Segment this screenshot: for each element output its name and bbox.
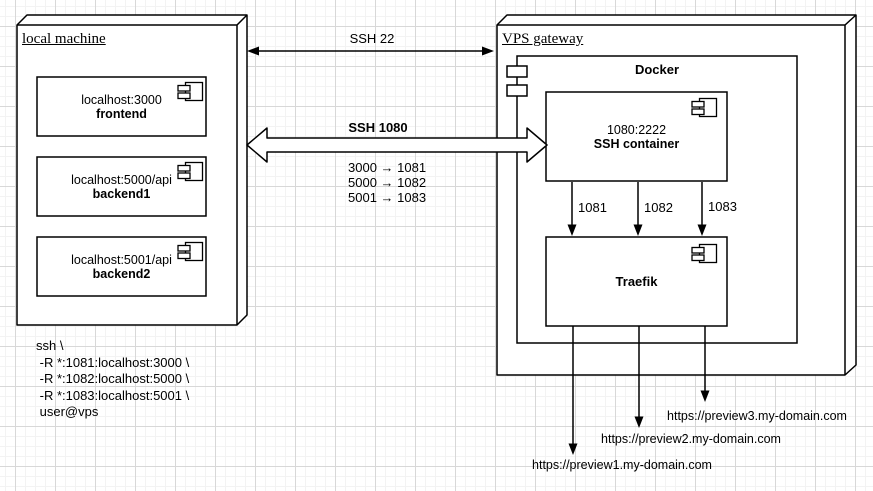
component-icon <box>691 97 718 118</box>
container-port-arrows <box>567 182 707 236</box>
preview3-url: https://preview3.my-domain.com <box>667 409 847 423</box>
component-icon <box>177 161 204 182</box>
ssh1080-label: SSH 1080 <box>348 120 408 135</box>
component-icon <box>177 81 204 102</box>
port-mapping: 5000 → 1082 <box>348 175 427 190</box>
ssh22-label: SSH 22 <box>349 31 395 46</box>
ssh-command-line: -R *:1081:localhost:3000 \ <box>36 354 190 370</box>
docker-tab-bottom <box>506 84 528 97</box>
preview1-url: https://preview1.my-domain.com <box>532 458 712 472</box>
ssh-command-line: -R *:1082:localhost:5000 \ <box>36 371 190 386</box>
backend2-box <box>36 236 207 297</box>
preview2-url: https://preview2.my-domain.com <box>601 432 781 446</box>
ssh-command-text: ssh \ -R *:1081:localhost:3000 \ -R *:10… <box>36 338 189 421</box>
docker-tab-top <box>506 65 528 78</box>
port-mapping-list: 3000 → 1081 5000 → 1082 5001 → 1083 <box>348 160 426 205</box>
local-machine-title: local machine <box>22 31 106 47</box>
preview-url-arrows <box>568 326 710 455</box>
ssh-command-line: -R *:1083:localhost:5001 \ <box>36 387 190 403</box>
component-icon <box>691 243 718 264</box>
ssh-command-line: ssh \ <box>36 338 64 353</box>
port-label-1082: 1082 <box>644 200 673 215</box>
port-label-1081: 1081 <box>578 200 607 215</box>
ssh-command-line: user@vps <box>36 404 99 419</box>
docker-title: Docker <box>634 62 680 77</box>
component-icon <box>177 241 204 262</box>
port-label-1083: 1083 <box>708 199 737 214</box>
port-mapping: 5001 → 1083 <box>348 190 427 205</box>
ssh1080-arrow <box>246 127 548 163</box>
vps-gateway-title: VPS gateway <box>502 31 584 47</box>
ssh22-arrow <box>247 46 494 56</box>
port-mapping: 3000 → 1081 <box>348 160 427 175</box>
